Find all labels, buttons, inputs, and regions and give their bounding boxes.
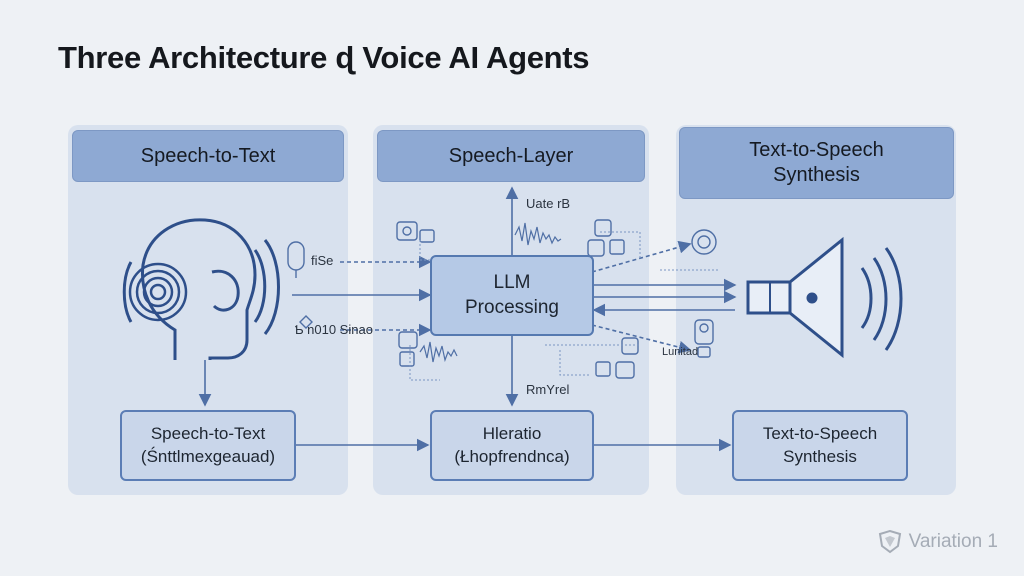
page-title: Three Architecture ɖ Voice AI Agents [58,40,590,75]
speech-to-text-box: Speech-to-Text (Śnttlmexgeauad) [120,410,296,481]
head-listening-icon [122,218,280,360]
llm-line1: LLM [493,271,531,293]
mid-line1: Hleratio [482,424,542,444]
waveform-top [514,222,562,246]
label-rmyrel: RmYrel [526,382,570,397]
tech-icons [287,219,717,379]
waveform-bottom [419,341,458,363]
circuit-traces [409,231,720,381]
header-label-line2: Synthesis [773,164,860,186]
text-to-speech-box: Text-to-Speech Synthesis [732,410,908,481]
llm-line2: Processing [465,296,559,318]
label-uate: Uate rB [526,196,571,211]
label-fise: fiSe [311,253,334,268]
stt-line2: (Śnttlmexgeauad) [140,446,276,466]
header-label: Speech-Layer [448,144,574,167]
panel-header-speech-layer: Speech-Layer [377,130,645,182]
tts-line1: Text-to-Speech [762,424,878,444]
panel-header-speech-to-text: Speech-to-Text [72,130,344,182]
llm-processing-box: LLM Processing [430,255,594,336]
speaker-icon [746,236,903,359]
label-sinao: Ƅ n010 Sinao [295,322,373,337]
header-label-line1: Text-to-Speech [749,139,884,161]
tts-line2: Synthesis [783,446,857,466]
label-lunitad: Lunitad [662,346,699,358]
hleratio-box: Hleratio (Łhopfrendnca) [430,410,594,481]
watermark: Variation 1 [877,530,998,554]
mid-line2: (Łhopfrendnca) [454,446,570,466]
stt-line1: Speech-to-Text [150,424,266,444]
shield-logo-icon [878,530,901,554]
header-label: Speech-to-Text [140,144,276,167]
watermark-text: Variation 1 [908,531,998,552]
panel-header-text-to-speech: Text-to-Speech Synthesis [679,127,954,199]
